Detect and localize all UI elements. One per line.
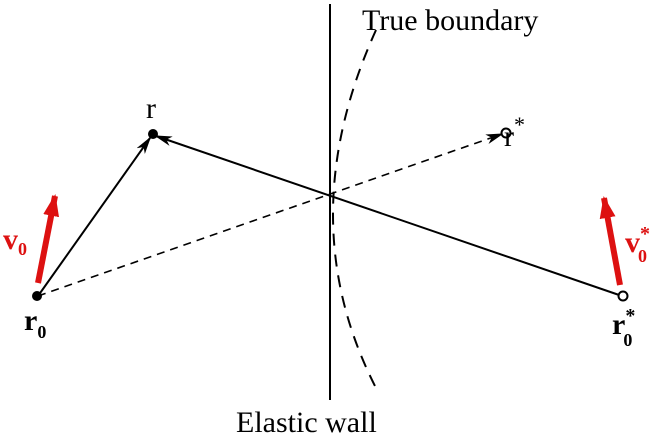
point-r-star: [500, 127, 512, 139]
label-v0: v0: [3, 223, 27, 259]
velocity-v0-arrow: [35, 194, 60, 284]
label-true-boundary: True boundary: [362, 4, 538, 37]
velocity-v0-star-arrow: [599, 196, 623, 286]
solid-path-r0-to-r: [37, 136, 152, 297]
true-boundary-curve: [332, 29, 377, 389]
solid-path-r0star-to-r: [154, 135, 623, 297]
dashed-path-r0-to-rstar: [37, 133, 504, 297]
label-elastic-wall: Elastic wall: [236, 406, 377, 438]
label-r0-star: r*0: [612, 305, 635, 350]
point-r0: [32, 291, 42, 301]
label-v0-star: v*0: [625, 223, 650, 266]
label-r0: r0: [24, 304, 46, 342]
point-r: [148, 129, 158, 139]
label-r-star: r*: [504, 112, 525, 153]
point-r0-star: [617, 290, 629, 302]
label-r: r: [146, 92, 156, 125]
